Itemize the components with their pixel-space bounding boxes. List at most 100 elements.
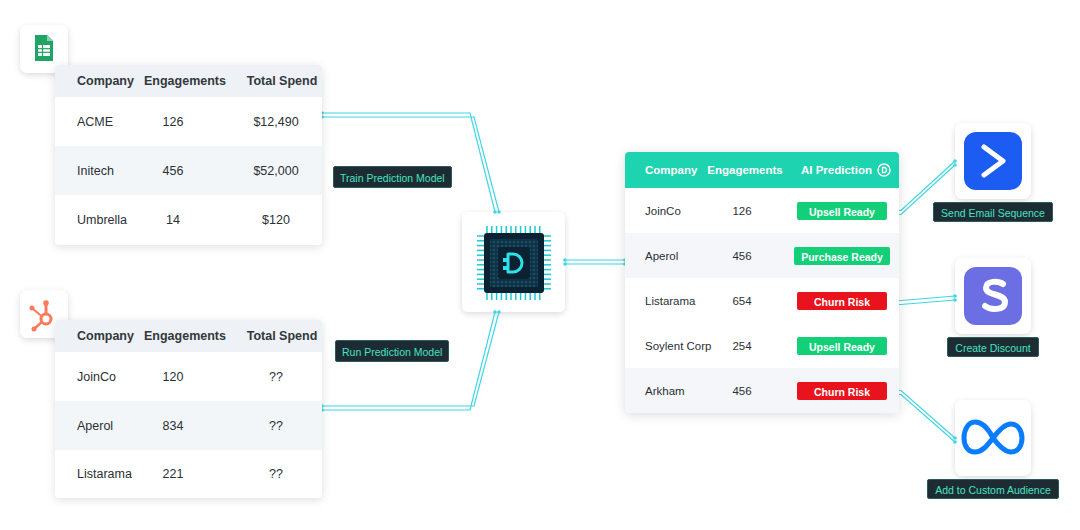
chip-pin: [544, 240, 551, 242]
badge-text: Purchase Ready: [801, 251, 883, 263]
chip-pin: [477, 254, 484, 256]
column-header: Engagements: [144, 74, 226, 88]
chip-pin: [477, 235, 484, 237]
tile-label: Send Email Sequence: [933, 202, 1053, 222]
chip-pin: [544, 235, 551, 237]
badge-text: Upsell Ready: [809, 206, 875, 218]
badge-text: Churn Risk: [814, 296, 870, 308]
chip-pin: [534, 226, 536, 233]
column-header: Company: [645, 164, 697, 176]
chip-pin: [544, 269, 551, 271]
action-tile: Create Discount: [955, 258, 1031, 334]
connector: [563, 258, 627, 266]
ai-logo: [877, 163, 891, 177]
action-text: Send Email Sequence: [941, 207, 1045, 219]
chip-pin: [539, 226, 541, 233]
table-cell: Aperol: [645, 250, 678, 262]
chip-pin: [515, 293, 517, 300]
table-cell: Listarama: [77, 467, 132, 481]
chip-pin: [520, 226, 522, 233]
chip-pin: [544, 288, 551, 290]
prediction-badge: Purchase Ready: [794, 247, 890, 265]
chip-pin: [491, 226, 493, 233]
chip-pin: [525, 226, 527, 233]
table-cell: 834: [163, 419, 184, 433]
chip-pin: [486, 226, 488, 233]
connector: [320, 111, 501, 214]
scoring-table: CompanyEngagementsTotal SpendJoinCo120??…: [55, 320, 322, 498]
connector-dot: [493, 310, 497, 314]
chip-pin: [510, 226, 512, 233]
activecampaign-icon: [955, 123, 1031, 199]
chip-pin: [477, 288, 484, 290]
table-cell: Initech: [77, 164, 114, 178]
chip-pin: [515, 226, 517, 233]
table-cell: Arkham: [645, 385, 685, 397]
chip-pin: [501, 226, 503, 233]
column-header: Total Spend: [247, 74, 318, 88]
prediction-table: CompanyEngagementsAI PredictionJoinCo126…: [625, 152, 899, 413]
chip-pin: [477, 245, 484, 247]
tile-label: Create Discount: [947, 337, 1038, 357]
column-header: Engagements: [707, 164, 782, 176]
table-cell: ??: [269, 370, 283, 384]
chip-pin: [544, 278, 551, 280]
table-cell: JoinCo: [77, 370, 116, 384]
table-cell: $12,490: [253, 115, 298, 129]
chip-pin: [477, 274, 484, 276]
connector-line: [322, 113, 495, 212]
chip-pin: [496, 293, 498, 300]
connector-dot: [953, 440, 957, 444]
meta-icon: [955, 400, 1031, 476]
chip-pin: [477, 259, 484, 261]
chip-pin: [544, 259, 551, 261]
chip-pin: [510, 293, 512, 300]
connector-dot: [563, 262, 567, 266]
chip-pin: [505, 293, 507, 300]
ai-chip: [462, 212, 565, 312]
table-cell: 456: [732, 385, 751, 397]
connector: [320, 310, 501, 412]
connector-dot: [497, 210, 501, 214]
action-tile: Add to Custom Audience: [955, 400, 1031, 476]
step-text: Train Prediction Model: [340, 172, 445, 184]
step-label: Train Prediction Model: [333, 166, 452, 188]
chip-pin: [477, 278, 484, 280]
connector-dot: [563, 258, 567, 262]
table-cell: $52,000: [253, 164, 298, 178]
connector-line: [565, 263, 625, 264]
table-cell: Soylent Corp: [645, 340, 711, 352]
stripe-icon: [955, 258, 1031, 334]
table-cell: 120: [163, 370, 184, 384]
chip-pin: [525, 293, 527, 300]
chip-pin: [534, 293, 536, 300]
connector-dot: [953, 298, 957, 302]
chip-pin: [505, 226, 507, 233]
chip-pin: [477, 264, 484, 266]
chip-pin: [544, 254, 551, 256]
table-cell: 14: [166, 213, 180, 227]
column-header: Total Spend: [247, 329, 318, 343]
connector-line: [565, 259, 625, 260]
prediction-engine: [462, 212, 565, 312]
chip-pin: [544, 274, 551, 276]
connector-dot: [953, 436, 957, 440]
chip-pin: [520, 293, 522, 300]
chip-pin: [544, 264, 551, 266]
tile-label: Add to Custom Audience: [927, 479, 1059, 499]
table-cell: 654: [732, 295, 751, 307]
action-text: Add to Custom Audience: [935, 484, 1051, 496]
prediction-badge: Upsell Ready: [797, 337, 887, 355]
action-text: Create Discount: [955, 342, 1030, 354]
chip-pin: [486, 293, 488, 300]
table-cell: JoinCo: [645, 205, 681, 217]
prediction-badge: Churn Risk: [797, 382, 887, 400]
table-cell: Umbrella: [77, 213, 127, 227]
table-cell: 126: [163, 115, 184, 129]
prediction-badge: Churn Risk: [797, 292, 887, 310]
connector-dot: [953, 294, 957, 298]
column-header: Company: [77, 329, 134, 343]
table-cell: 456: [732, 250, 751, 262]
